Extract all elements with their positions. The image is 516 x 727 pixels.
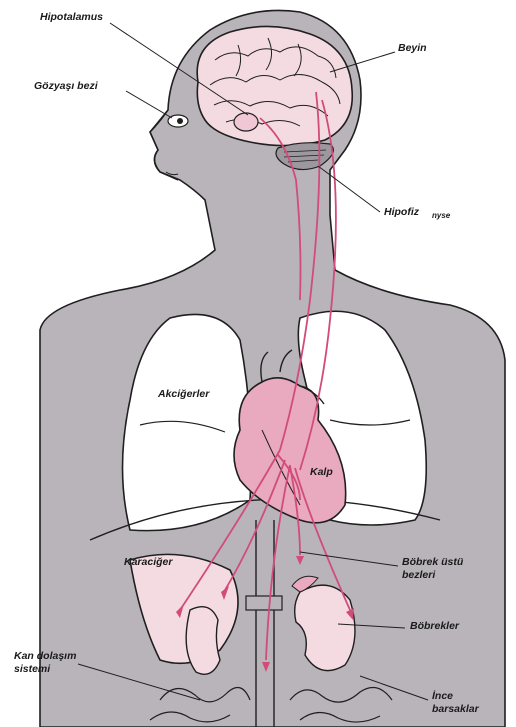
label-adrenal-2: bezleri (402, 569, 435, 581)
left-kidney (186, 607, 220, 675)
label-liver: Karaciğer (124, 556, 172, 568)
label-pituitary-note: nyse (432, 210, 450, 222)
label-brain: Beyin (398, 42, 427, 54)
label-tear-gland: Gözyaşı bezi (34, 80, 98, 92)
label-kidneys: Böbrekler (410, 620, 459, 632)
label-pituitary: Hipofiz (384, 206, 419, 218)
label-circulation-1: Kan dolaşım (14, 650, 76, 662)
label-circulation-2: sistemi (14, 663, 50, 675)
label-heart: Kalp (310, 466, 333, 478)
label-intestine-2: barsaklar (432, 703, 479, 715)
label-adrenal-1: Böbrek üstü (402, 556, 463, 568)
label-hypothalamus: Hipotalamus (40, 11, 103, 23)
hypothalamus (234, 113, 258, 131)
label-lungs: Akciğerler (158, 388, 209, 400)
label-intestine-1: İnce (432, 690, 453, 702)
